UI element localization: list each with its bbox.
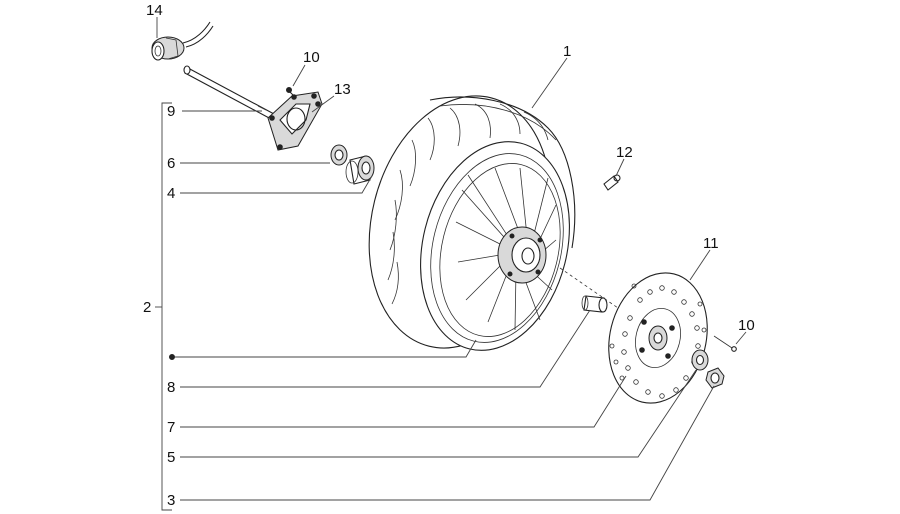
callout-1: 1	[563, 43, 571, 60]
brake-disc-icon	[608, 272, 708, 404]
bearing-icon	[345, 155, 375, 185]
callout-10-top: 10	[303, 49, 320, 66]
callout-labels: 14 10 13 9 1 6 4 12 11 2 10 8 7 5 3	[143, 2, 755, 509]
group-bullet	[169, 354, 175, 360]
callout-2: 2	[143, 299, 151, 316]
callout-14: 14	[146, 2, 163, 19]
flange-icon	[267, 91, 323, 151]
wheel-with-tire-icon	[368, 95, 576, 351]
callout-6: 6	[167, 155, 175, 172]
callout-13: 13	[334, 81, 351, 98]
callout-8: 8	[167, 379, 175, 396]
screw-icon	[286, 87, 297, 99]
callout-4: 4	[167, 185, 175, 202]
tire-valve-icon	[603, 174, 621, 191]
nut-icon	[705, 367, 725, 389]
callout-12: 12	[616, 144, 633, 161]
callout-9: 9	[167, 103, 175, 120]
group-bracket	[155, 102, 172, 511]
callout-10-right: 10	[738, 317, 755, 334]
speedometer-drive-icon	[151, 21, 214, 61]
washer-icon	[691, 349, 709, 371]
oil-seal-icon	[330, 144, 348, 166]
spacer-bushing-icon	[581, 295, 608, 313]
callout-11: 11	[703, 235, 719, 252]
screw-icon	[713, 335, 737, 352]
leader-lines	[156, 17, 747, 501]
callout-7: 7	[167, 419, 175, 436]
callout-3: 3	[167, 492, 175, 509]
callout-5: 5	[167, 449, 175, 466]
